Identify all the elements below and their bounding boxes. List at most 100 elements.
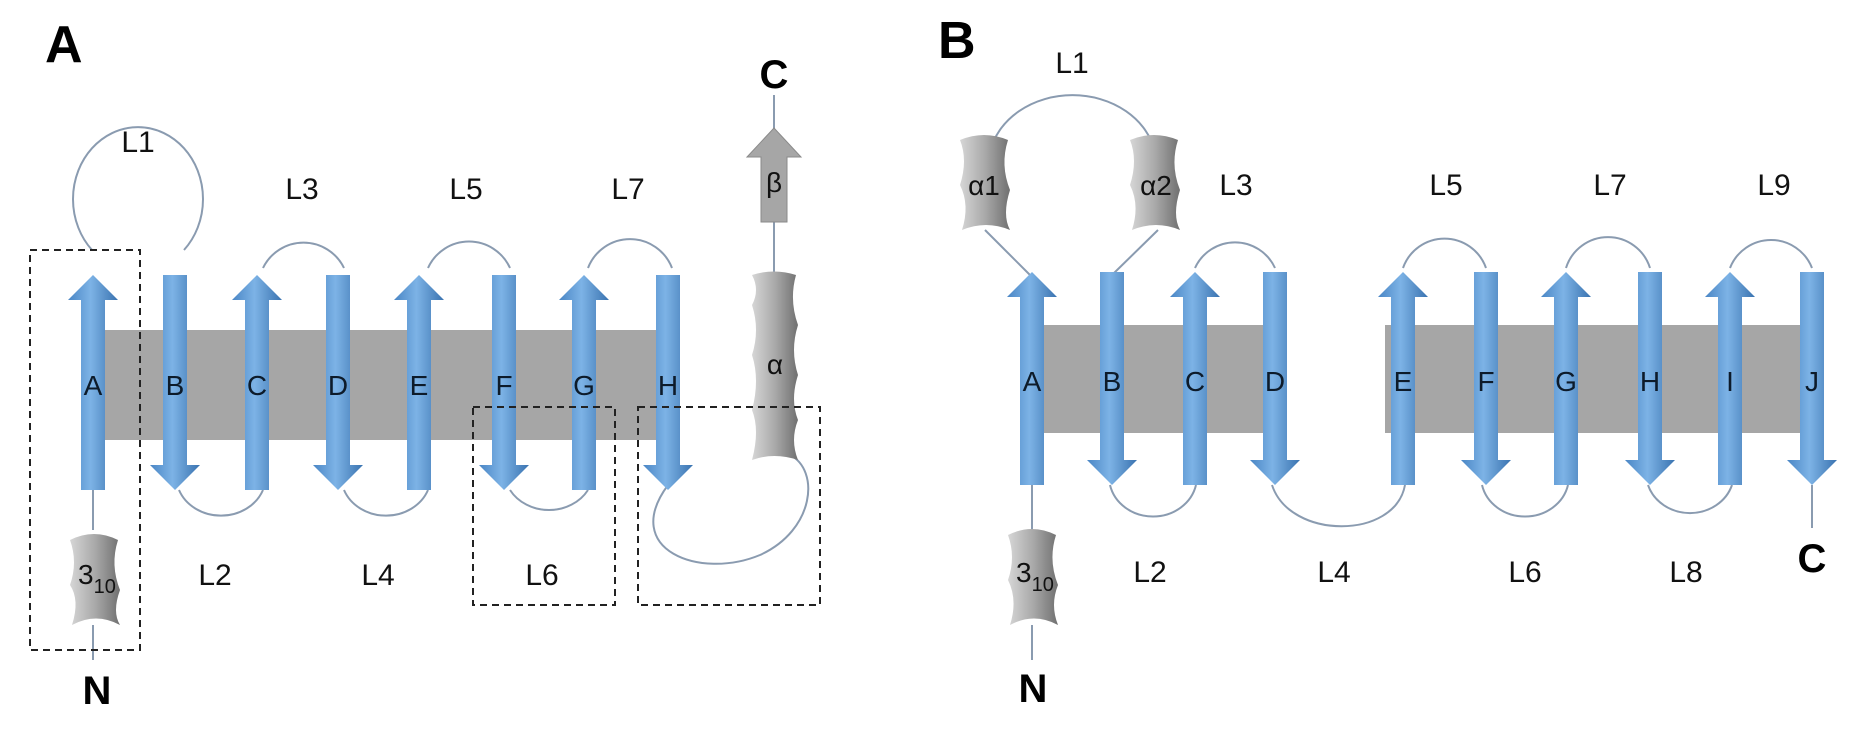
panel-a: A A B	[29, 16, 821, 713]
svg-text:310: 310	[78, 559, 116, 598]
helix-a-310-sub: 10	[94, 576, 116, 598]
helix-b-alpha2: α2	[1130, 135, 1180, 230]
svg-text:310: 310	[1016, 557, 1054, 596]
strand-b-j-arrow	[1787, 272, 1837, 485]
loop-b-l6-label: L6	[1508, 556, 1541, 589]
strand-a-b: B	[150, 275, 200, 490]
loop-a-l1	[72, 126, 204, 251]
loop-a-l3-label: L3	[285, 173, 318, 206]
loop-b-l1-label: L1	[1055, 47, 1088, 80]
strand-a-g-label: G	[573, 370, 595, 401]
loop-b-l3	[1194, 241, 1276, 269]
loop-b-l4-label: L4	[1317, 556, 1350, 589]
strand-b-e-arrow	[1378, 272, 1428, 485]
panel-a-box-c-terminal	[637, 406, 821, 606]
helix-b-310-main: 3	[1016, 557, 1032, 588]
helix-b-310-shape	[1008, 529, 1058, 625]
loop-a-l3	[262, 241, 345, 269]
strand-b-g-label: G	[1555, 366, 1577, 397]
strand-a-d: D	[313, 275, 363, 490]
helix-a-310-shape	[70, 534, 120, 625]
strand-a-g: G	[559, 275, 609, 490]
loop-b-l2-label: L2	[1133, 556, 1166, 589]
loop-b-l6	[1481, 484, 1569, 518]
panel-a-c-terminus: C	[760, 53, 789, 97]
helix-b-310-sub: 10	[1032, 574, 1054, 596]
strand-b-e-label: E	[1394, 366, 1413, 397]
panel-b-label: B	[938, 12, 976, 70]
strand-a-h-label: H	[658, 370, 678, 401]
panel-a-box-n-terminal	[29, 249, 141, 651]
strand-b-f-arrow	[1461, 272, 1511, 485]
strand-b-b: B	[1087, 272, 1137, 485]
strand-a-h: H	[643, 275, 693, 490]
panel-b: B A	[938, 12, 1837, 711]
strand-b-h: H	[1625, 272, 1675, 485]
strand-a-f-label: F	[495, 370, 512, 401]
helix-a-310-main: 3	[78, 559, 94, 590]
panel-a-strands: A B C D E F G	[68, 275, 693, 490]
strand-a-a-label: A	[84, 370, 103, 401]
helix-b-alpha1: α1	[960, 135, 1010, 230]
strand-b-f: F	[1461, 272, 1511, 485]
helix-a-alpha-shape	[752, 271, 798, 460]
strand-b-f-label: F	[1477, 366, 1494, 397]
loop-a-l4-label: L4	[361, 559, 394, 592]
strand-a-b-label: B	[166, 370, 185, 401]
strand-a-d-arrow	[313, 275, 363, 490]
panel-b-beta-sheet-left	[1040, 325, 1280, 433]
loop-b-l2	[1109, 484, 1197, 518]
strand-b-j-label: J	[1805, 366, 1819, 397]
strand-a-e: E	[394, 275, 444, 490]
strand-b-j: J	[1787, 272, 1837, 485]
panel-b-n-terminus: N	[1019, 667, 1048, 711]
strand-a-beta-label: β	[766, 167, 782, 198]
helix-a-310: 310	[70, 534, 120, 625]
strand-a-h-arrow	[643, 275, 693, 490]
strand-b-i-label: I	[1726, 366, 1734, 397]
helix-b-alpha1-label: α1	[968, 170, 1000, 201]
loop-b-l5-label: L5	[1429, 169, 1462, 202]
loop-b-l4	[1271, 484, 1406, 528]
helix-b-alpha1-shape	[960, 135, 1010, 230]
loop-b-l1-left	[984, 229, 1031, 276]
strand-a-f: F	[479, 275, 529, 490]
loop-b-l7	[1565, 236, 1651, 269]
panel-b-loops	[984, 94, 1813, 660]
strand-b-a-arrow	[1007, 272, 1057, 485]
panel-a-box-l6	[472, 406, 616, 606]
strand-a-c: C	[232, 275, 282, 490]
strand-b-d-label: D	[1265, 366, 1285, 397]
strand-a-c-arrow	[232, 275, 282, 490]
panel-a-label: A	[45, 16, 83, 74]
strand-b-i: I	[1705, 272, 1755, 485]
loop-b-l8	[1647, 484, 1733, 515]
helix-a-alpha: α	[752, 271, 798, 460]
loop-b-l5	[1402, 237, 1487, 269]
strand-b-a-label: A	[1023, 366, 1042, 397]
loop-b-l3-label: L3	[1219, 169, 1252, 202]
strand-b-d: D	[1250, 272, 1300, 485]
strand-b-h-arrow	[1625, 272, 1675, 485]
loop-a-l4	[343, 489, 429, 517]
loop-a-l6-label: L6	[525, 559, 558, 592]
strand-a-a-arrow	[68, 275, 118, 490]
strand-b-h-label: H	[1640, 366, 1660, 397]
strand-b-b-label: B	[1103, 366, 1122, 397]
helix-b-alpha2-shape	[1130, 135, 1180, 230]
loop-b-l7-label: L7	[1593, 169, 1626, 202]
helix-a-alpha-label: α	[767, 349, 783, 380]
loop-a-l1-label: L1	[121, 126, 154, 159]
strand-b-g: G	[1541, 272, 1591, 485]
strand-b-b-arrow	[1087, 272, 1137, 485]
strand-b-c-arrow	[1170, 272, 1220, 485]
loop-a-l5-label: L5	[449, 173, 482, 206]
helix-b-alpha2-label: α2	[1140, 170, 1172, 201]
strand-a-beta-arrow	[745, 127, 803, 223]
loop-a-l2-label: L2	[198, 559, 231, 592]
loop-a-l6	[509, 489, 589, 511]
strand-b-i-arrow	[1705, 272, 1755, 485]
strand-a-b-arrow	[150, 275, 200, 490]
loop-a-l7-label: L7	[611, 173, 644, 206]
